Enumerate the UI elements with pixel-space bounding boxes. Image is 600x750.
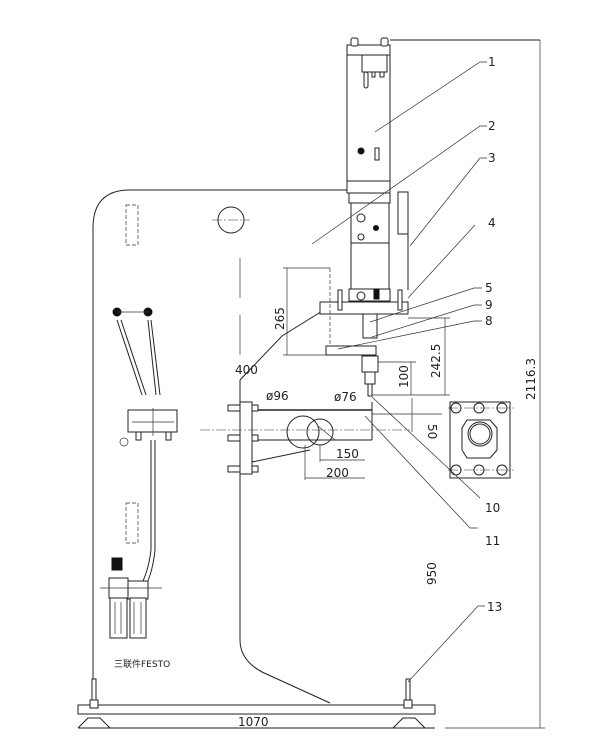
dim-offset: 50 xyxy=(425,424,439,439)
flange-plate xyxy=(448,401,514,479)
callout-5: 5 xyxy=(485,281,493,295)
dim-tool-height: 242.5 xyxy=(429,344,443,378)
c-frame-outline xyxy=(92,189,350,700)
callout-2: 2 xyxy=(488,119,496,133)
dim-throat-depth: 400 xyxy=(235,363,258,377)
cylinder-unit xyxy=(346,37,540,194)
callout-8: 8 xyxy=(485,314,493,328)
circle-dia96 xyxy=(286,415,320,449)
air-supply xyxy=(100,307,178,639)
c-frame-lower-curve xyxy=(239,639,331,704)
callout-13: 13 xyxy=(487,600,502,614)
callout-11: 11 xyxy=(485,534,500,548)
dim-stroke: 100 xyxy=(397,365,411,388)
dimension-lines xyxy=(283,40,545,729)
dim-table-height: 950 xyxy=(425,562,439,585)
bolts xyxy=(227,404,259,473)
callout-9: 9 xyxy=(485,298,493,312)
dim-base-width: 1070 xyxy=(238,715,269,729)
callout-4: 4 xyxy=(488,216,496,230)
leader-lines xyxy=(311,61,487,683)
circle-dia76 xyxy=(306,418,334,446)
dim-dia76: ø76 xyxy=(334,390,357,404)
callout-3: 3 xyxy=(488,151,496,165)
frame-slot-upper xyxy=(125,204,139,246)
dim-overall-height: 2116.3 xyxy=(524,358,538,400)
callout-10: 10 xyxy=(485,501,500,515)
dim-dia96: ø96 xyxy=(266,389,289,403)
c-frame-throat-edge xyxy=(239,299,341,640)
dim-150: 150 xyxy=(336,447,359,461)
base-frame xyxy=(77,678,436,729)
frl-unit-note: 三联件FESTO xyxy=(114,658,170,670)
dim-upper-height: 265 xyxy=(273,307,287,330)
guide-column xyxy=(348,191,409,302)
lower-die-arm xyxy=(200,401,410,475)
frame-slot-lower xyxy=(125,502,139,544)
dim-200: 200 xyxy=(326,466,349,480)
callout-1: 1 xyxy=(488,55,496,69)
